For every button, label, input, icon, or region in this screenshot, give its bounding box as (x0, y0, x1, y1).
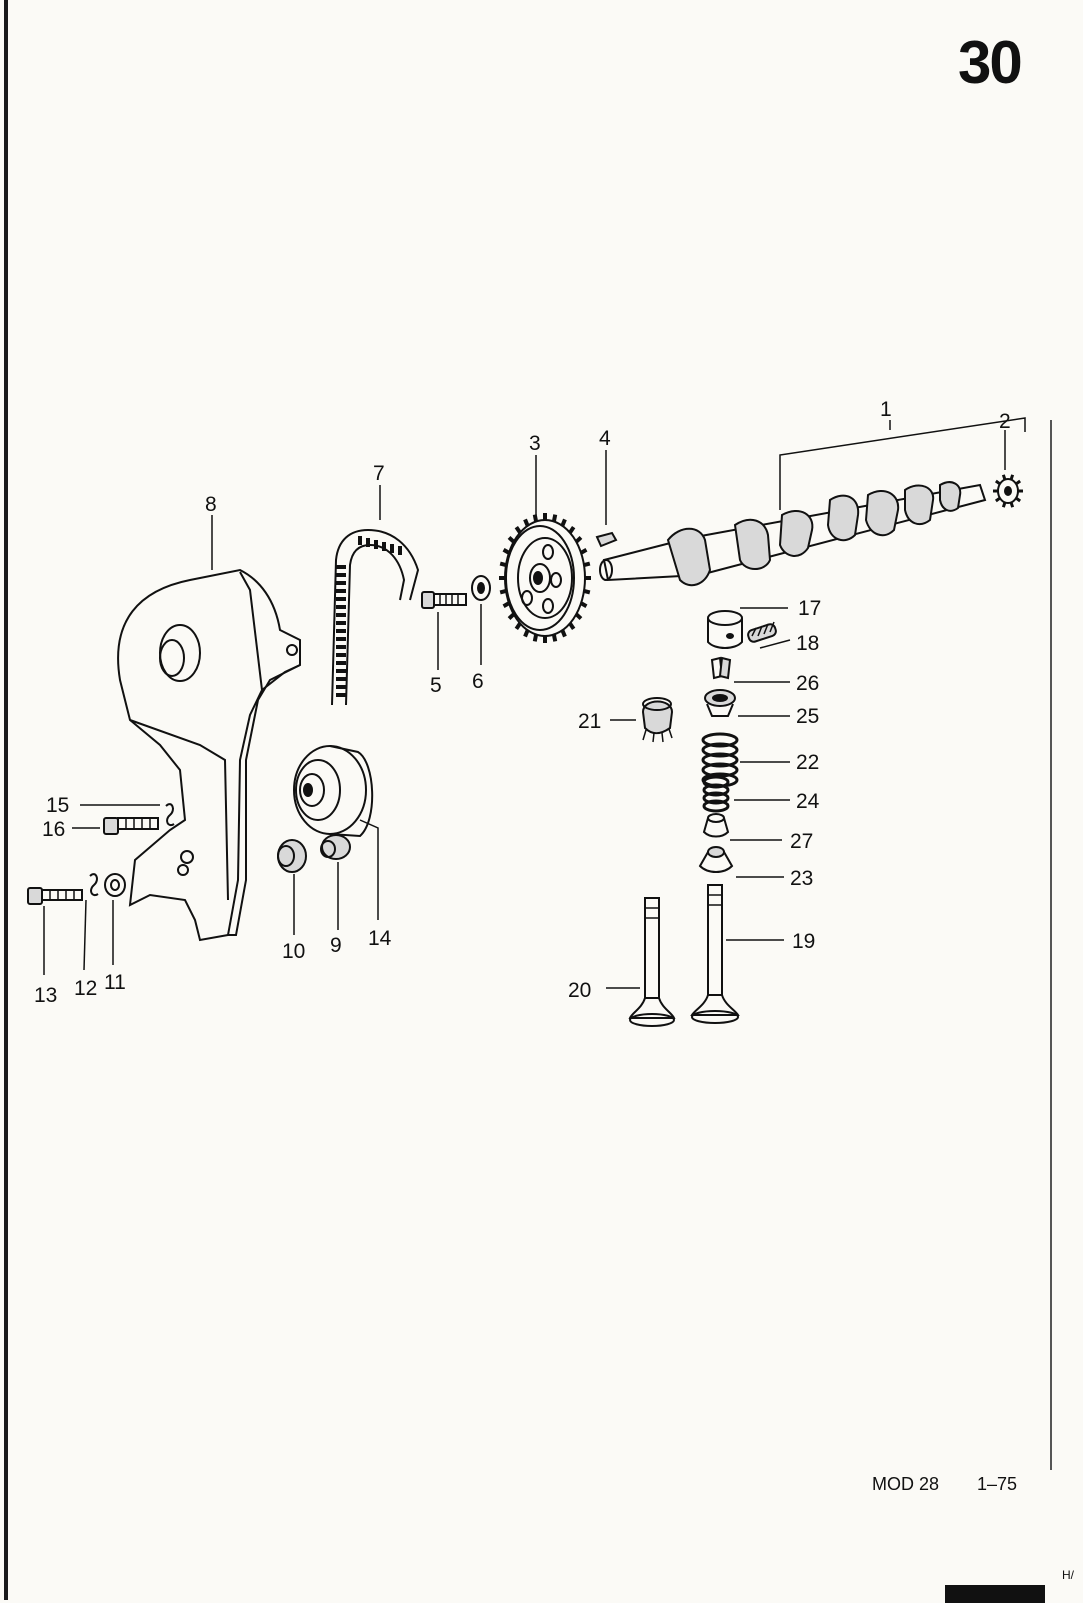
callout-22: 22 (796, 751, 819, 774)
group-number: 30 (958, 29, 1023, 96)
tensioner-pulley-icon (293, 745, 374, 838)
camshaft-icon (599, 481, 987, 587)
callout-27: 27 (790, 830, 813, 853)
timing-belt-cover-icon (117, 568, 301, 942)
callout-13: 13 (34, 984, 57, 1007)
sprocket-washer-icon (471, 575, 491, 601)
cover-bolt-short-icon (27, 887, 83, 905)
callout-6: 6 (472, 670, 484, 693)
distributor-drive-gear-icon (993, 474, 1023, 508)
footer-model-code: MOD 28 (872, 1474, 940, 1494)
callout-19: 19 (792, 930, 815, 953)
callout-7: 7 (373, 462, 385, 485)
spring-retainer-icon (704, 689, 736, 717)
callout-23: 23 (790, 867, 813, 890)
callout-2: 2 (999, 410, 1011, 433)
footer-date: 1–75 (977, 1474, 1018, 1494)
callout-20: 20 (568, 979, 591, 1002)
callout-16: 16 (42, 818, 65, 841)
inner-valve-spring-icon (702, 775, 730, 813)
small-gear-icon (641, 697, 674, 743)
corner-mark: H/ (1062, 1568, 1074, 1582)
page-border-right (1050, 420, 1052, 1470)
callout-18: 18 (796, 632, 819, 655)
timing-belt-icon (331, 528, 420, 706)
adjusting-disc-icon (747, 621, 777, 643)
flat-washer-icon (104, 873, 126, 897)
woodruff-key-icon (595, 531, 618, 548)
camshaft-bracket (779, 417, 1026, 510)
callout-3: 3 (529, 432, 541, 455)
callout-17: 17 (798, 597, 821, 620)
callout-10: 10 (282, 940, 305, 963)
callout-9: 9 (330, 934, 342, 957)
valve-stem-seal-icon (698, 846, 734, 873)
callout-25: 25 (796, 705, 819, 728)
callout-12: 12 (74, 977, 97, 1000)
exhaust-valve-icon (690, 884, 740, 1024)
bucket-tappet-icon (707, 610, 743, 649)
callout-21: 21 (578, 710, 601, 733)
callout-11: 11 (104, 971, 126, 994)
intake-valve-icon (628, 897, 676, 1027)
callout-4: 4 (599, 427, 611, 450)
lock-washer-icon (89, 873, 99, 896)
callout-26: 26 (796, 672, 819, 695)
sprocket-bolt-icon (421, 591, 467, 609)
cover-bolt-long-icon (103, 817, 159, 835)
callout-1: 1 (880, 398, 892, 421)
sleeve-icon (277, 839, 307, 873)
corner-page-number-fragment (945, 1585, 1045, 1603)
spacer-icon (320, 834, 351, 860)
spring-washer-icon (165, 803, 175, 826)
spring-seat-icon (702, 813, 730, 838)
callout-14: 14 (368, 927, 392, 950)
callout-15: 15 (46, 794, 69, 817)
callout-5: 5 (430, 674, 442, 697)
callout-24: 24 (796, 790, 820, 813)
callout-8: 8 (205, 493, 217, 516)
page-border-left (4, 0, 8, 1600)
valve-cotter-icon (710, 656, 732, 680)
camshaft-sprocket-icon (499, 513, 591, 643)
